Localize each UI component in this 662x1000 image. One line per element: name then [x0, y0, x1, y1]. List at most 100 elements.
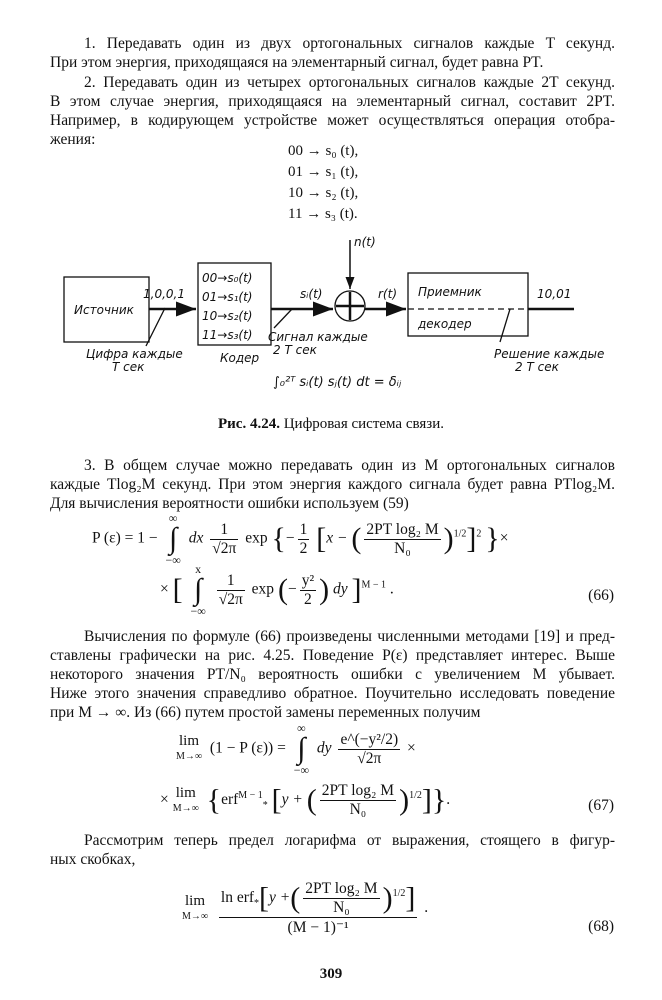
- subscript: *: [262, 800, 268, 812]
- lim-sub: M→∞: [172, 802, 199, 814]
- numerator: 2PT log₂ M: [303, 880, 380, 899]
- lower-limit: −∞: [165, 553, 181, 567]
- integral: x∫−∞: [190, 562, 206, 618]
- integral: ∞∫−∞: [165, 511, 181, 567]
- text-line: При этом энергия, приходящаяся на элемен…: [50, 54, 544, 71]
- signal-note: Сигнал каждые: [268, 330, 368, 344]
- text-line: 2. Передавать один из четырех ортогональ…: [84, 74, 615, 91]
- source-label: Источник: [74, 303, 135, 317]
- upper-limit: ∞: [297, 721, 306, 735]
- upper-limit: ∞: [168, 511, 178, 525]
- orthogonality-formula: ∫₀²ᵀ sᵢ(t) sⱼ(t) dt = δᵢⱼ: [273, 375, 402, 390]
- lower-limit: −∞: [190, 604, 206, 618]
- numerator: y²: [299, 571, 317, 591]
- text-line: Рассмотрим теперь предел логарифма от вы…: [84, 832, 615, 849]
- power: 1/2: [453, 528, 467, 540]
- fraction: 1√2π: [210, 521, 239, 558]
- mapping-item: 11 → s₃ (t).: [288, 206, 358, 222]
- denominator: √2π: [212, 539, 237, 557]
- equation-number: (66): [588, 587, 614, 604]
- lower-limit: −∞: [293, 763, 310, 777]
- text-line: Для вычисления вероятности ошибки исполь…: [50, 495, 409, 512]
- coder-row: 10→s₂(t): [202, 309, 252, 323]
- coder-row: 11→s₃(t): [202, 328, 252, 342]
- power: 1/2: [409, 789, 422, 801]
- lim: lim: [179, 733, 200, 749]
- figure-caption: Рис. 4.24. Цифровая система связи.: [0, 416, 662, 433]
- source-note: T сек: [112, 360, 145, 374]
- signal-label: sᵢ(t): [300, 287, 322, 301]
- equation-number: (68): [588, 918, 614, 935]
- times: ×: [499, 529, 509, 547]
- power: 2: [476, 528, 482, 540]
- dy: dy: [316, 739, 332, 757]
- numerator: 2PT log₂ M: [319, 782, 397, 801]
- signal-note: 2 T сек: [273, 343, 318, 357]
- text-line: Например, в кодирующем устройстве может …: [50, 112, 615, 129]
- block-diagram: Источник 1,0,0,1 Цифра каждые T сек 00→s…: [63, 235, 604, 390]
- numerator: 1: [210, 521, 239, 540]
- times: ×: [160, 791, 169, 809]
- paragraph-5: Рассмотрим теперь предел логарифма от вы…: [50, 831, 615, 869]
- output-note: 2 T сек: [515, 360, 560, 374]
- fraction: 1√2π: [216, 572, 245, 609]
- mapping-item: 00 → s₀ (t),: [288, 143, 359, 159]
- text-line: В этом случае энергия, приходящаяся на э…: [50, 93, 615, 110]
- upper-limit: x: [195, 562, 202, 576]
- text-line: ных скобках,: [50, 851, 136, 868]
- receiver-label: Приемник: [418, 285, 483, 299]
- y: y +: [281, 791, 303, 809]
- received-label: r(t): [378, 287, 397, 301]
- output-label: 10,01: [537, 287, 571, 301]
- eq-lhs: P (ε) = 1 −: [92, 529, 158, 547]
- denominator: 2: [304, 590, 312, 608]
- denominator: N₀: [349, 801, 367, 818]
- lim: lim: [185, 892, 206, 909]
- lim: lim: [175, 784, 196, 801]
- page-number: 309: [319, 966, 343, 982]
- mapping-list: 00 → s₀ (t), 01 → s₁ (t), 10 → s₂ (t), 1…: [288, 141, 358, 225]
- power: M − 1: [361, 579, 387, 591]
- caption-label: Рис. 4.24.: [218, 416, 280, 432]
- text-line: ставлены графически на рис. 4.25. Поведе…: [50, 647, 615, 664]
- output-note: Решение каждые: [494, 347, 604, 361]
- power: M − 1: [238, 789, 263, 801]
- mapping-item: 01 → s₁ (t),: [288, 164, 359, 180]
- fraction: e^(−y²/2)√2π: [338, 731, 401, 768]
- exp: exp: [245, 529, 268, 547]
- text-line: Ниже этого значения справедливо обратное…: [50, 685, 615, 702]
- denominator: √2π: [357, 749, 382, 767]
- equation-number: (67): [588, 797, 614, 814]
- paragraph-2: 2. Передавать один из четырех ортогональ…: [50, 73, 615, 149]
- decoder-label: декодер: [417, 317, 472, 331]
- text-line: некоторого значения PT/N₀ вероятность ош…: [50, 666, 615, 683]
- numerator: 1: [216, 572, 245, 591]
- exp: exp: [251, 580, 275, 598]
- erf: erf: [221, 791, 239, 809]
- source-output: 1,0,0,1: [143, 287, 185, 301]
- ln-erf: ln erf: [220, 889, 255, 907]
- dx: dx: [188, 529, 204, 547]
- paragraph-4: Вычисления по формуле (66) произведены ч…: [50, 627, 615, 722]
- x: x −: [326, 529, 348, 547]
- denominator: 2: [299, 539, 308, 557]
- numerator: 1: [297, 520, 310, 540]
- text-line: Вычисления по формуле (66) произведены ч…: [84, 628, 615, 645]
- adder-icon: [334, 290, 366, 322]
- denominator: √2π: [218, 590, 243, 608]
- denominator: N₀: [394, 539, 411, 557]
- receiver-block: [407, 272, 529, 337]
- text-line: при M → ∞. Из (66) путем простой замены …: [50, 704, 481, 721]
- paragraph-3: 3. В общем случае можно передавать один …: [50, 456, 615, 513]
